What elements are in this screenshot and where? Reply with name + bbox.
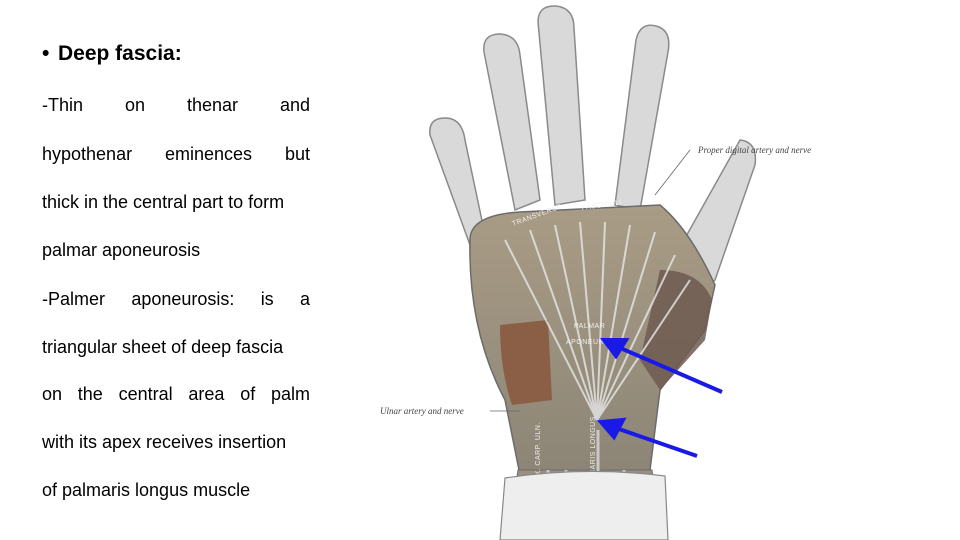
little-finger bbox=[429, 117, 486, 247]
arrow-aponeurosis bbox=[617, 345, 723, 394]
line-text: of palmaris longus muscle bbox=[42, 480, 251, 500]
heading-text: Deep fascia: bbox=[58, 42, 182, 65]
arrow-palmaris bbox=[615, 426, 698, 458]
palmar-aponeurosis bbox=[504, 221, 691, 421]
word: eminences bbox=[165, 144, 253, 164]
aponeurosis-label: APONEUR bbox=[566, 339, 604, 346]
middle-finger bbox=[537, 5, 586, 206]
digital-leader-line bbox=[654, 149, 691, 196]
text-line: -Palmer aponeurosis: is a bbox=[42, 289, 310, 310]
sleeve bbox=[499, 470, 669, 540]
line-text: with its apex receives insertion bbox=[42, 432, 287, 452]
palmar-label: PALMAR bbox=[574, 323, 605, 330]
bullet-icon: • bbox=[42, 42, 50, 65]
ulnar-artery-label: Ulnar artery and nerve bbox=[380, 406, 464, 416]
line-text: triangular sheet of deep fascia bbox=[42, 337, 284, 357]
word: is bbox=[260, 289, 274, 309]
word: and bbox=[279, 95, 310, 115]
hand-anatomy-figure: TRANSVERSE FASCICULI PALMAR APONEUR PALM… bbox=[380, 5, 811, 540]
palm bbox=[469, 204, 716, 476]
word: -Palmer bbox=[42, 289, 106, 309]
word: on bbox=[42, 384, 63, 404]
pointer-arrows bbox=[596, 338, 723, 458]
word: palm bbox=[270, 384, 310, 404]
text-line: hypothenar eminences but bbox=[42, 144, 310, 165]
word: a bbox=[299, 289, 310, 309]
word: aponeurosis: bbox=[131, 289, 235, 309]
slide-heading: • Deep fascia: bbox=[42, 42, 182, 66]
arrow-aponeurosis-head bbox=[600, 338, 630, 360]
digital-artery-label: Proper digital artery and nerve bbox=[697, 145, 811, 155]
word: but bbox=[284, 144, 310, 164]
arrow-palmaris-head bbox=[596, 417, 627, 441]
text-line: on the central area of palm bbox=[42, 384, 310, 405]
word: on bbox=[124, 95, 145, 115]
flexor-label: FLEX. CARP. ULN. bbox=[535, 422, 542, 490]
text-line: of palmaris longus muscle bbox=[42, 480, 310, 501]
word: -Thin bbox=[42, 95, 84, 115]
line-text: palmar aponeurosis bbox=[42, 240, 201, 260]
palmaris-longus-label: PALMARIS LONGUS bbox=[590, 416, 597, 490]
text-line: -Thin on thenar and bbox=[42, 95, 310, 116]
thenar-region bbox=[640, 270, 712, 390]
word: hypothenar bbox=[42, 144, 133, 164]
text-line: thick in the central part to form bbox=[42, 192, 310, 213]
hypothenar-region bbox=[500, 320, 552, 405]
text-line: with its apex receives insertion bbox=[42, 432, 310, 453]
text-line: palmar aponeurosis bbox=[42, 240, 310, 261]
index-finger bbox=[614, 24, 670, 211]
word: area bbox=[188, 384, 225, 404]
text-line: triangular sheet of deep fascia bbox=[42, 337, 310, 358]
line-text: thick in the central part to form bbox=[42, 192, 285, 212]
ring-finger bbox=[483, 33, 541, 212]
word: the bbox=[77, 384, 103, 404]
word: thenar bbox=[186, 95, 238, 115]
word: of bbox=[240, 384, 256, 404]
word: central bbox=[118, 384, 173, 404]
